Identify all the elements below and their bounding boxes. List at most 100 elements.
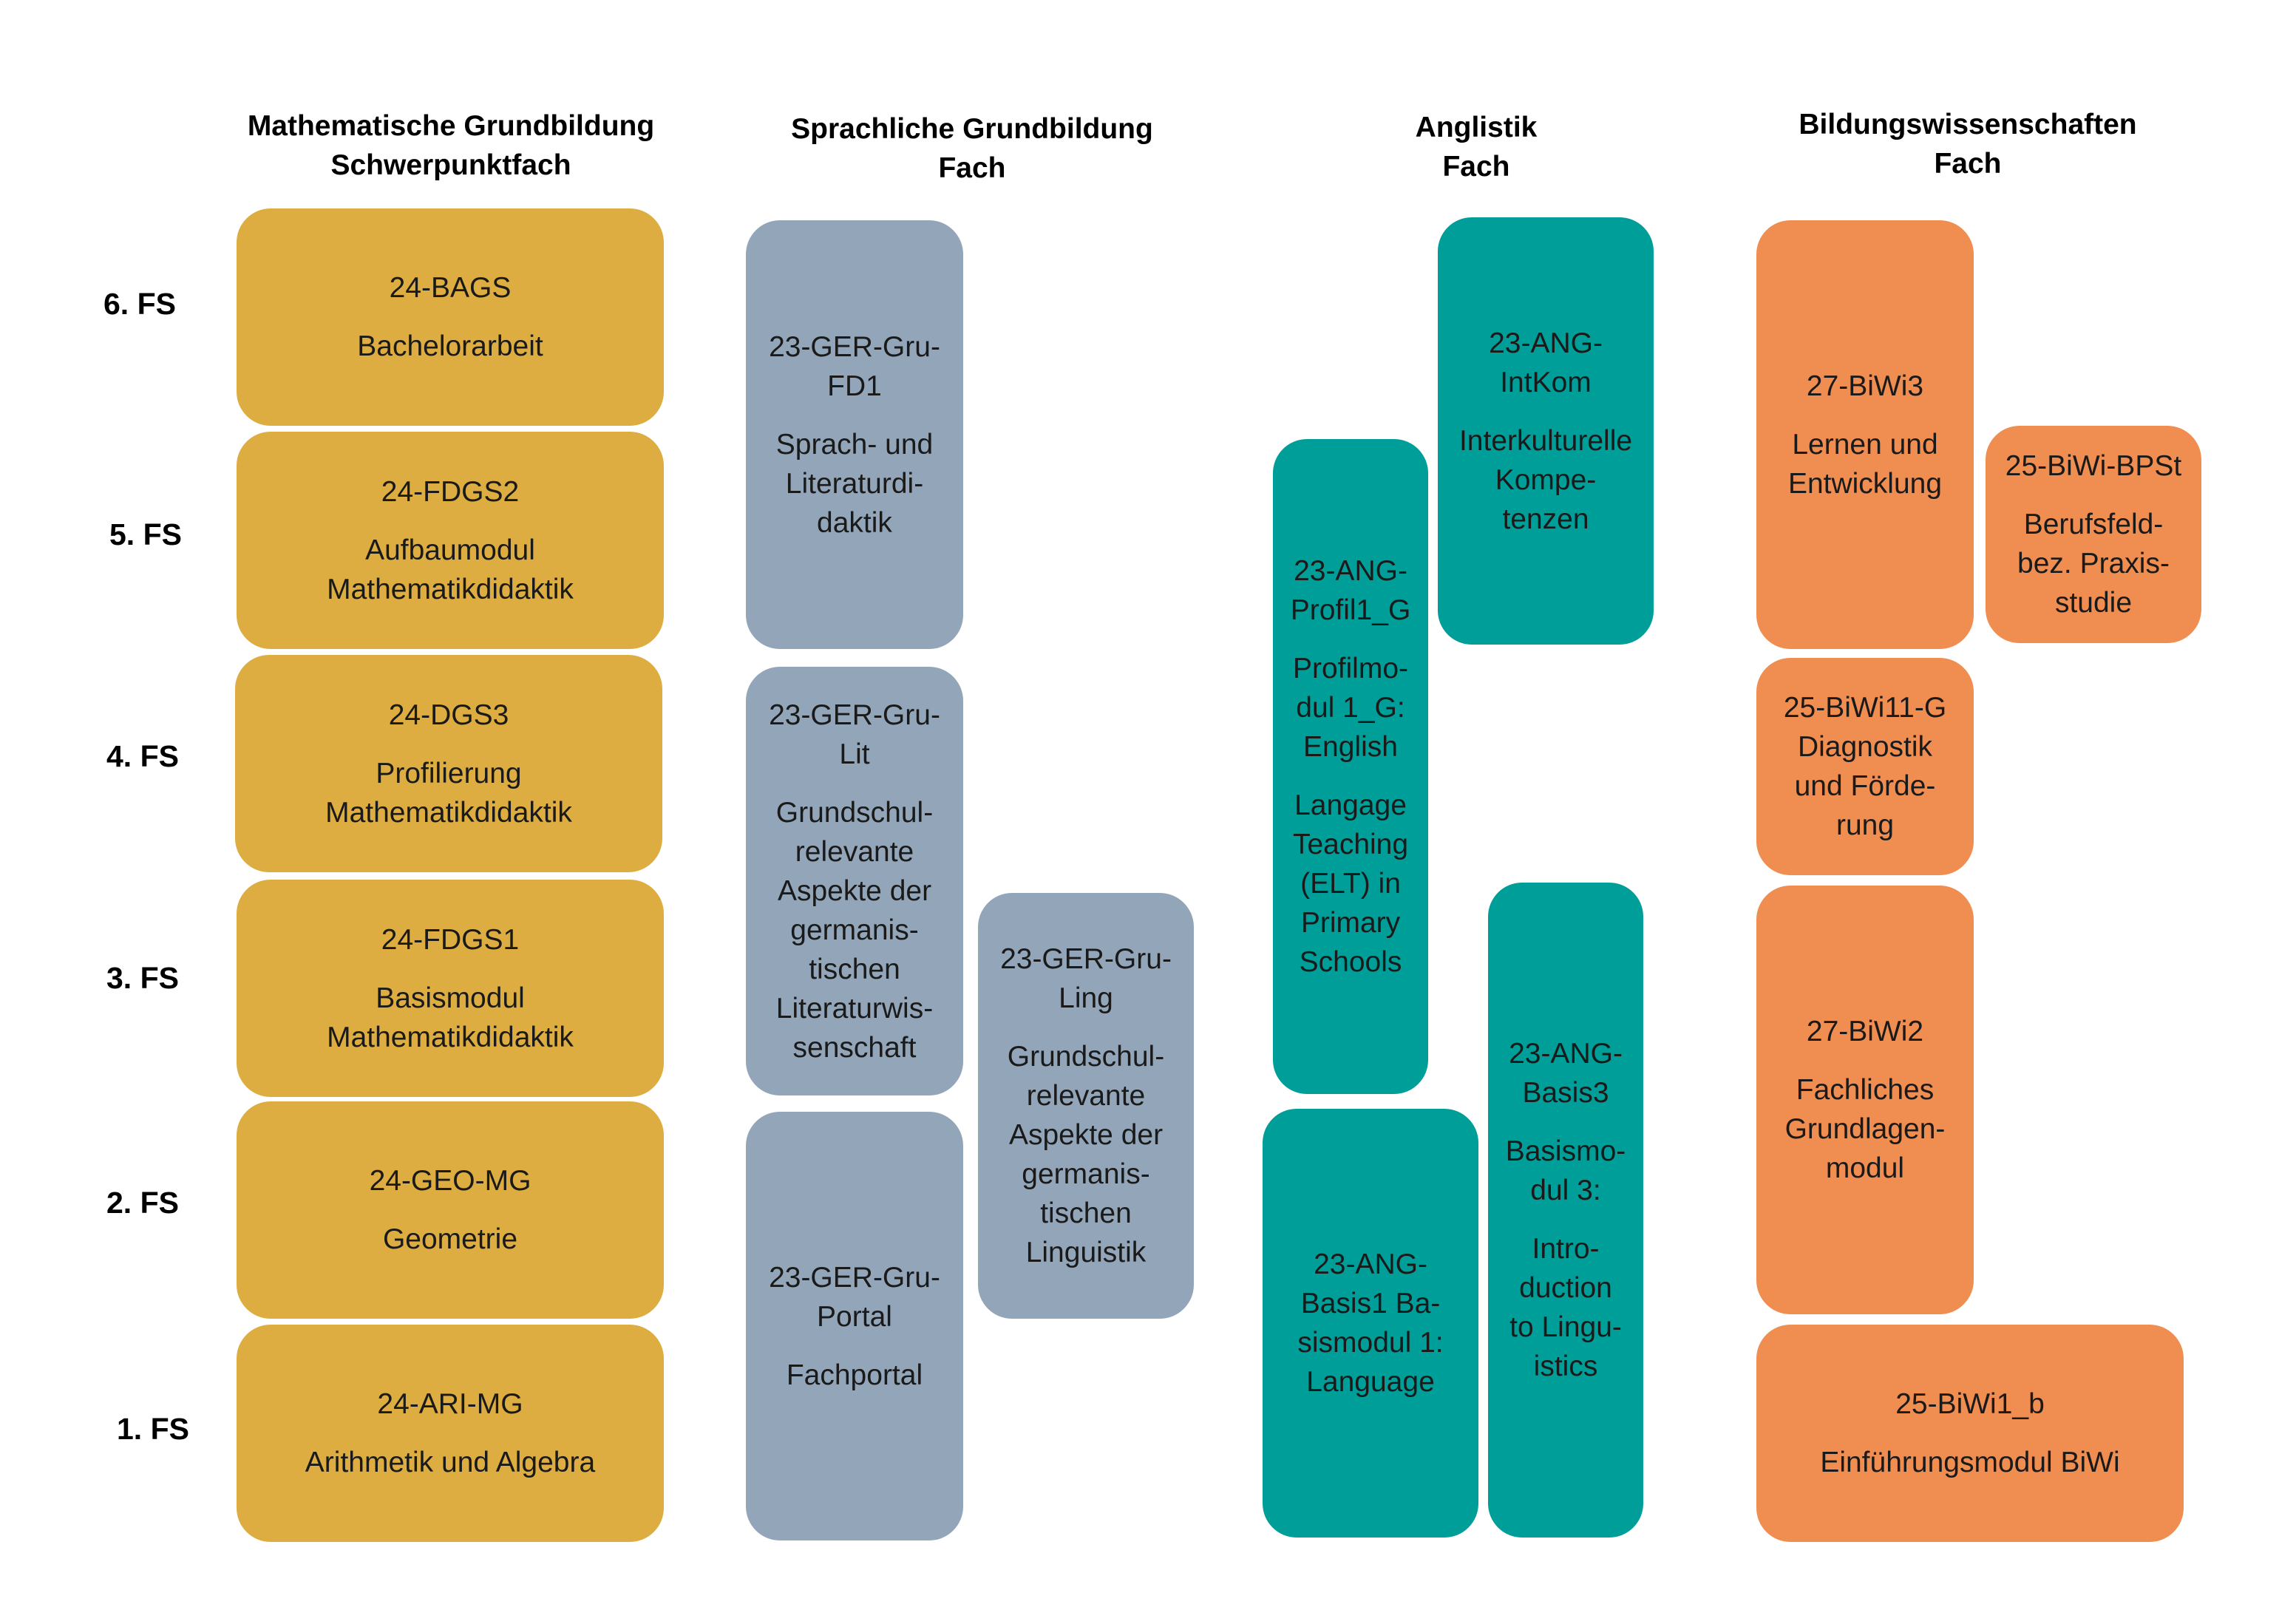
module-title: senschaft bbox=[792, 1031, 917, 1064]
module-code: 24-FDGS1 bbox=[381, 923, 520, 956]
module-title: Lernen und bbox=[1792, 428, 1938, 461]
module-23-ang-profil1-g: 23-ANG- Profil1_G Profilmo- dul 1_G: Eng… bbox=[1273, 439, 1428, 1094]
module-code: 24-FDGS2 bbox=[381, 475, 520, 508]
module-code: IntKom bbox=[1500, 366, 1592, 398]
module-title: Profilmo- bbox=[1292, 653, 1409, 684]
module-24-ari-mg: 24-ARI-MG Arithmetik und Algebra bbox=[237, 1325, 664, 1542]
module-23-ger-gru-fd1: 23-GER-Gru- FD1 Sprach- und Literaturdi-… bbox=[746, 220, 963, 649]
module-code: 24-BAGS bbox=[389, 272, 512, 304]
module-title: Mathematikdidaktik bbox=[327, 573, 574, 605]
module-23-ang-basis1: 23-ANG- Basis1 Ba- sismodul 1: Language bbox=[1263, 1109, 1478, 1538]
module-title: germanis- bbox=[1022, 1158, 1150, 1190]
header-sprach: Sprachliche Grundbildung Fach bbox=[750, 109, 1194, 188]
module-code: 23-GER-Gru- bbox=[769, 330, 940, 363]
semester-1: 1. FS bbox=[117, 1412, 189, 1446]
header-sprach-line2: Fach bbox=[938, 152, 1006, 184]
module-title: Grundschul- bbox=[775, 796, 934, 829]
module-27-biwi3: 27-BiWi3 Lernen und Entwicklung bbox=[1756, 220, 1974, 649]
module-title: Literaturdi- bbox=[785, 467, 924, 500]
module-title: Diagnostik bbox=[1797, 731, 1933, 763]
module-title: Profilierung bbox=[376, 757, 522, 789]
header-math-line2: Schwerpunktfach bbox=[330, 149, 571, 181]
header-anglistik-line2: Fach bbox=[1442, 151, 1510, 183]
module-title: Geometrie bbox=[382, 1223, 518, 1255]
module-title: relevante bbox=[1026, 1080, 1146, 1112]
module-title: rung bbox=[1835, 809, 1895, 841]
module-24-fdgs1: 24-FDGS1 Basismodul Mathematikdidaktik bbox=[237, 880, 664, 1097]
module-code: Portal bbox=[817, 1300, 892, 1333]
module-23-ang-basis3: 23-ANG- Basis3 Basismo- dul 3: Intro- du… bbox=[1488, 883, 1643, 1538]
module-code: 24-GEO-MG bbox=[369, 1165, 531, 1197]
module-code: 23-ANG- bbox=[1314, 1248, 1427, 1280]
module-code: Lit bbox=[839, 738, 870, 770]
module-code: Basis3 bbox=[1522, 1077, 1609, 1109]
module-title: Schools bbox=[1299, 946, 1402, 978]
module-code: 23-ANG- bbox=[1294, 555, 1407, 587]
module-27-biwi2: 27-BiWi2 Fachliches Grundlagen- modul bbox=[1756, 886, 1974, 1314]
module-24-bags: 24-BAGS Bachelorarbeit bbox=[237, 208, 664, 426]
module-title: Bachelorarbeit bbox=[357, 330, 543, 362]
semester-2: 2. FS bbox=[106, 1186, 179, 1220]
module-code: 27-BiWi2 bbox=[1806, 1016, 1924, 1047]
module-25-biwi1-b: 25-BiWi1_b Einführungsmodul BiWi bbox=[1756, 1325, 2184, 1542]
module-code: 25-BiWi-BPSt bbox=[2005, 450, 2182, 482]
module-title: Interkulturelle bbox=[1458, 424, 1633, 457]
module-title: tischen bbox=[1040, 1197, 1132, 1229]
module-title: Aspekte der bbox=[1008, 1119, 1164, 1151]
module-title: Kompe- bbox=[1495, 463, 1597, 496]
module-title: English bbox=[1303, 731, 1398, 763]
module-title: Aspekte der bbox=[777, 874, 932, 907]
module-24-geo-mg: 24-GEO-MG Geometrie bbox=[237, 1101, 664, 1319]
module-title: Linguistik bbox=[1025, 1237, 1147, 1268]
module-title: daktik bbox=[817, 506, 892, 539]
module-title: istics bbox=[1533, 1350, 1598, 1382]
module-title: Fachportal bbox=[786, 1359, 923, 1391]
module-title: Basismo- bbox=[1505, 1135, 1626, 1167]
module-title: Langage bbox=[1294, 789, 1407, 821]
semester-4: 4. FS bbox=[106, 739, 179, 773]
module-title: tischen bbox=[809, 953, 900, 985]
semester-6: 6. FS bbox=[103, 287, 176, 321]
header-biwi-line2: Fach bbox=[1934, 148, 2002, 180]
semester-3: 3. FS bbox=[106, 961, 179, 995]
header-sprach-line1: Sprachliche Grundbildung bbox=[791, 113, 1153, 145]
module-title: Basismodul bbox=[376, 982, 525, 1014]
module-code: 24-ARI-MG bbox=[377, 1388, 523, 1420]
module-code: Language bbox=[1306, 1366, 1435, 1398]
module-code: 23-GER-Gru- bbox=[769, 699, 940, 731]
header-anglistik-line1: Anglistik bbox=[1415, 112, 1538, 143]
module-title: Arithmetik und Algebra bbox=[305, 1447, 596, 1478]
module-title: Aufbaumodul bbox=[365, 534, 535, 566]
module-code: 23-ANG- bbox=[1489, 327, 1603, 359]
module-code: 25-BiWi11-G bbox=[1783, 692, 1947, 724]
header-biwi: Bildungswissenschaften Fach bbox=[1746, 105, 2190, 183]
module-title: modul bbox=[1825, 1152, 1905, 1184]
module-title: (ELT) in bbox=[1300, 868, 1401, 900]
module-code: 23-GER-Gru- bbox=[1000, 943, 1172, 975]
module-title: Intro- bbox=[1532, 1233, 1600, 1265]
module-24-fdgs2: 24-FDGS2 Aufbaumodul Mathematikdidaktik bbox=[237, 432, 664, 649]
module-title: relevante bbox=[795, 835, 914, 868]
module-code: Profil1_G bbox=[1290, 594, 1411, 626]
module-title: und Förde- bbox=[1794, 770, 1936, 802]
module-title: Primary bbox=[1300, 907, 1401, 939]
module-title: dul 1_G: bbox=[1296, 692, 1405, 724]
module-title: studie bbox=[2054, 587, 2133, 619]
module-title: germanis- bbox=[790, 914, 919, 946]
module-24-dgs3: 24-DGS3 Profilierung Mathematikdidaktik bbox=[235, 655, 662, 872]
module-code: Basis1 Ba- bbox=[1300, 1288, 1441, 1319]
header-biwi-line1: Bildungswissenschaften bbox=[1799, 109, 2137, 140]
module-code: 24-DGS3 bbox=[388, 699, 509, 731]
module-code: 23-GER-Gru- bbox=[769, 1261, 940, 1294]
module-title: tenzen bbox=[1502, 503, 1589, 535]
module-title: to Lingu- bbox=[1509, 1311, 1622, 1343]
module-code: 23-ANG- bbox=[1509, 1038, 1623, 1070]
module-25-biwi11-g: 25-BiWi11-G Diagnostik und Förde- rung bbox=[1756, 658, 1974, 875]
module-title: Mathematikdidaktik bbox=[325, 796, 572, 829]
module-title: bez. Praxis- bbox=[2017, 548, 2170, 580]
module-23-ger-gru-ling: 23-GER-Gru- Ling Grundschul- relevante A… bbox=[978, 893, 1194, 1319]
header-anglistik: Anglistik Fach bbox=[1291, 108, 1661, 186]
module-title: Berufsfeld- bbox=[2023, 509, 2164, 540]
module-25-biwi-bpst: 25-BiWi-BPSt Berufsfeld- bez. Praxis- st… bbox=[1986, 426, 2201, 643]
module-title: Einführungsmodul BiWi bbox=[1820, 1447, 2120, 1478]
